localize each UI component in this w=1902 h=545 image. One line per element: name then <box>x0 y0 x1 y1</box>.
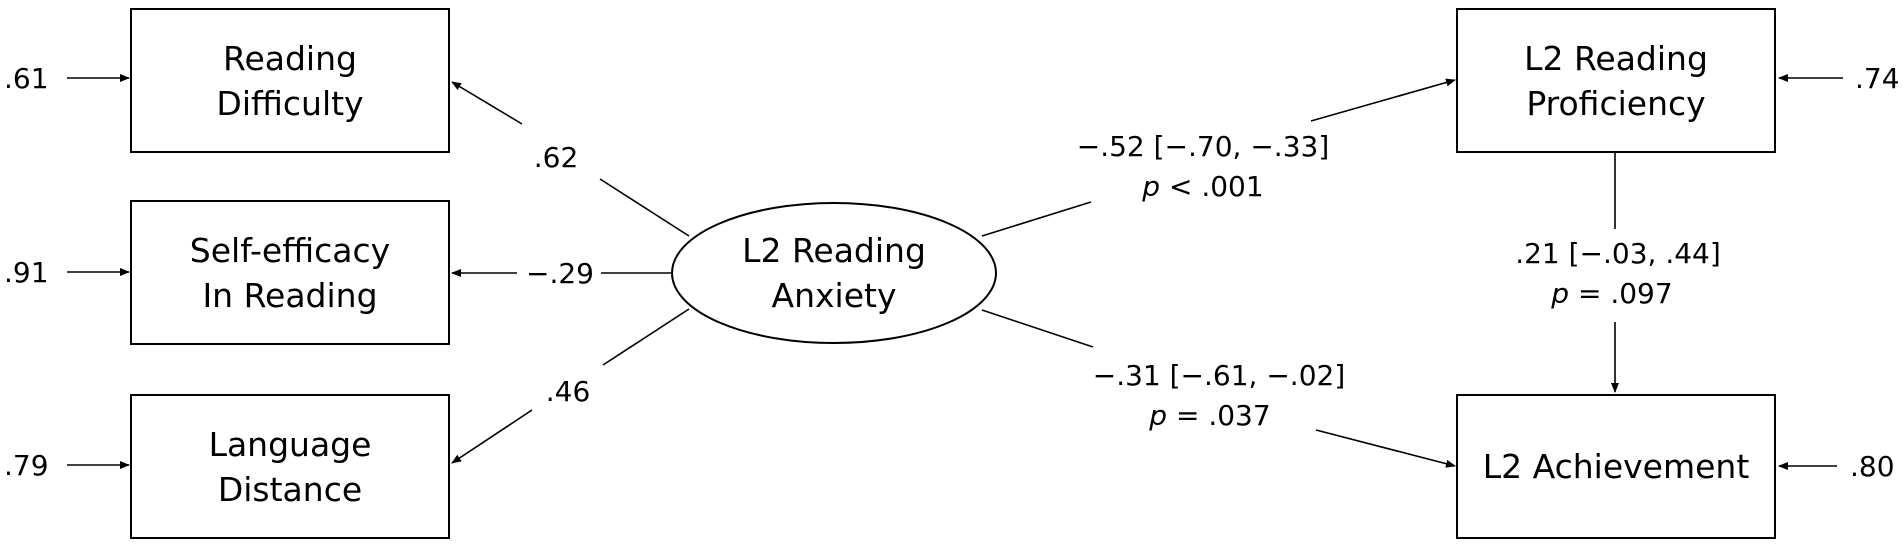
language-distance-label-line1: Language <box>209 425 372 464</box>
self-efficacy-label-line2: In Reading <box>202 276 377 315</box>
path-estimate-anxiety-proficiency: −.52 [−.70, −.33] <box>1077 130 1330 163</box>
residual-self-efficacy: .91 <box>4 256 49 289</box>
p-value-text: = .097 <box>1569 277 1673 310</box>
residual-achievement: .80 <box>1850 450 1895 483</box>
self-efficacy-box <box>130 200 450 345</box>
residual-proficiency: .74 <box>1855 62 1900 95</box>
loading-line-language-distance-upper <box>602 308 690 366</box>
reading-proficiency-label-line1: L2 Reading <box>1524 39 1708 78</box>
loading-arrow-language-distance <box>451 409 533 464</box>
reading-anxiety-ellipse <box>671 202 997 344</box>
loading-self-efficacy: −.29 <box>526 257 594 290</box>
achievement-label: L2 Achievement <box>1483 447 1750 486</box>
loading-reading-difficulty: .62 <box>534 141 579 174</box>
p-value-text: = .037 <box>1167 399 1271 432</box>
path-estimate-anxiety-achievement: −.31 [−.61, −.02] <box>1093 359 1346 392</box>
reading-difficulty-box <box>130 8 450 153</box>
loading-language-distance: .46 <box>546 375 591 408</box>
path-pvalue-proficiency-achievement: p = .097 <box>1550 277 1672 310</box>
path-arrow-anxiety-proficiency <box>1310 78 1456 122</box>
reading-proficiency-box <box>1456 8 1776 153</box>
p-symbol: p <box>1141 170 1160 203</box>
loading-arrow-reading-difficulty <box>451 81 523 125</box>
achievement-box <box>1456 394 1776 539</box>
p-symbol: p <box>1550 277 1569 310</box>
reading-anxiety-label-line1: L2 Reading <box>742 231 926 270</box>
language-distance-label-line2: Distance <box>218 470 362 509</box>
residual-language-distance: .79 <box>4 449 49 482</box>
self-efficacy-label-line1: Self-efficacy <box>190 231 390 270</box>
path-pvalue-anxiety-achievement: p = .037 <box>1148 399 1270 432</box>
path-arrow-anxiety-achievement <box>1315 429 1456 468</box>
p-symbol: p <box>1148 399 1167 432</box>
language-distance-box <box>130 394 450 539</box>
reading-proficiency-label-line2: Proficiency <box>1526 84 1705 123</box>
path-estimate-proficiency-achievement: .21 [−.03, .44] <box>1515 237 1721 270</box>
reading-difficulty-label-line1: Reading <box>223 39 357 78</box>
loading-line-reading-difficulty-lower <box>599 178 690 237</box>
reading-anxiety-label-line2: Anxiety <box>772 276 897 315</box>
path-pvalue-anxiety-proficiency: p < .001 <box>1141 170 1263 203</box>
residual-reading-difficulty: .61 <box>4 62 49 95</box>
path-line-anxiety-proficiency-lower <box>981 201 1092 237</box>
p-value-text: < .001 <box>1160 170 1264 203</box>
reading-difficulty-label-line2: Difficulty <box>216 84 363 123</box>
path-line-anxiety-achievement-upper <box>981 309 1094 348</box>
